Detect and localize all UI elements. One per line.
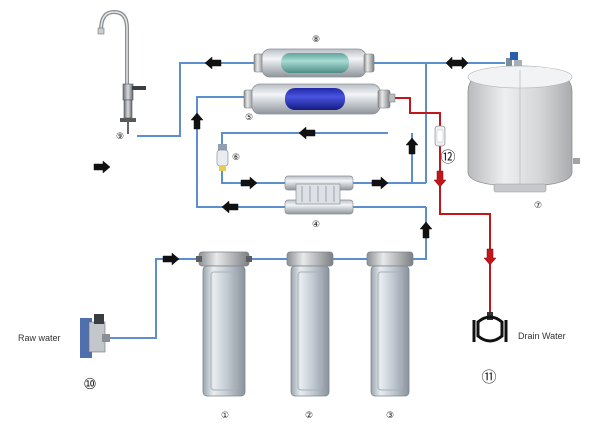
arrow-icon — [93, 160, 111, 174]
storage-tank-7 — [467, 52, 580, 193]
label-12: ⑫ — [440, 148, 455, 166]
flow-restrictor-4 — [284, 175, 354, 215]
restrictor-out-line — [352, 133, 413, 184]
raw-water-label: Raw water — [18, 333, 61, 343]
check-valve-line — [221, 170, 285, 184]
restrictor-return-line — [196, 96, 285, 208]
label-9: ⑨ — [116, 132, 124, 142]
arrow-icon — [221, 200, 239, 214]
label-2: ② — [305, 411, 313, 421]
filter-housing-2 — [286, 251, 334, 397]
faucet-icon — [97, 9, 146, 134]
flow-restrictor-12 — [434, 125, 446, 147]
label-5: ⑤ — [245, 113, 253, 123]
label-11: ⑪ — [481, 368, 496, 386]
arrow-icon — [204, 56, 222, 70]
label-3: ③ — [386, 411, 394, 421]
filter-housing-1 — [196, 251, 252, 397]
arrow-icon — [162, 252, 180, 266]
arrow-icon — [419, 221, 433, 239]
label-4: ④ — [312, 220, 320, 230]
arrow-icon — [190, 112, 204, 130]
label-8: ⑧ — [312, 35, 320, 45]
drain-saddle-icon — [472, 312, 508, 343]
inlet-line — [108, 258, 200, 339]
membrane-permeate-line — [221, 132, 388, 145]
arrow-icon — [445, 56, 469, 70]
filter-housing-3 — [366, 251, 414, 397]
ro-membrane-5 — [243, 83, 396, 115]
arrow-icon — [405, 137, 419, 155]
label-10: ⑩ — [83, 375, 96, 393]
arrow-icon — [483, 248, 497, 266]
inlet-valve-icon — [80, 314, 110, 358]
drain-water-label: Drain Water — [518, 331, 566, 341]
post-filter-8 — [253, 48, 375, 78]
arrow-icon — [298, 126, 316, 140]
check-valve-6 — [216, 144, 229, 171]
arrow-icon — [240, 176, 258, 190]
arrow-icon — [371, 176, 389, 190]
label-1: ① — [221, 411, 229, 421]
flow-arrows — [93, 56, 497, 266]
arrow-icon — [433, 170, 447, 188]
label-6: ⑥ — [232, 153, 240, 163]
label-7: ⑦ — [534, 201, 542, 211]
